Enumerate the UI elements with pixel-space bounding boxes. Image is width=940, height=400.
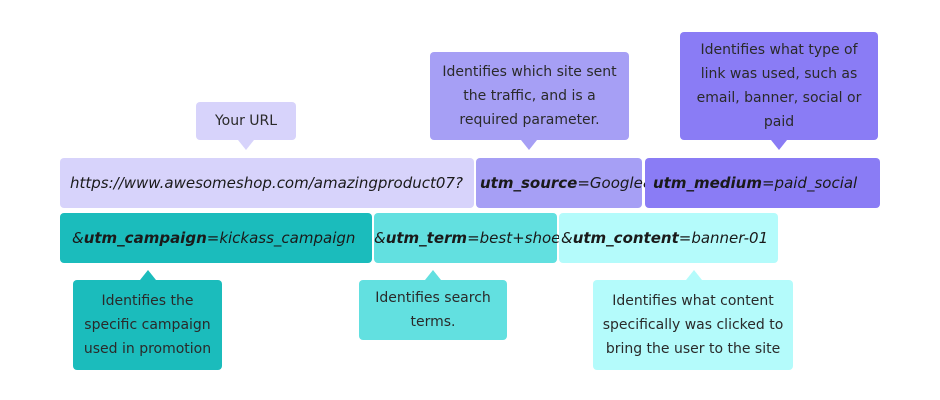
medium-callout: Identifies what type of link was used, s… <box>680 32 878 140</box>
utm-source-key: utm_source <box>480 174 578 192</box>
campaign-callout: Identifies the specific campaign used in… <box>73 280 222 370</box>
campaign-pointer <box>140 270 156 280</box>
utm-medium-value: =paid_social <box>761 174 858 192</box>
utm-term-segment: &utm_term=best+shoes <box>374 213 568 263</box>
utm-campaign-segment: &utm_campaign=kickass_campaign <box>60 213 372 263</box>
base-url-segment: https://www.awesomeshop.com/amazingprodu… <box>60 158 474 208</box>
utm-campaign-value: =kickass_campaign <box>206 229 356 247</box>
utm-campaign-prefix: & <box>72 229 84 247</box>
utm-content-prefix: & <box>561 229 573 247</box>
your-url-callout: Your URL <box>196 102 296 140</box>
utm-content-value: =banner-01 <box>678 229 769 247</box>
utm-term-key: utm_term <box>385 229 468 247</box>
utm-term-value: =best+shoes <box>467 229 569 247</box>
utm-source-value: =Google& <box>577 174 655 192</box>
utm-medium-segment: utm_medium=paid_social <box>645 158 880 208</box>
utm-campaign-key: utm_campaign <box>83 229 207 247</box>
content-callout: Identifies what content specifically was… <box>593 280 793 370</box>
term-callout-text: Identifies search terms. <box>375 290 491 330</box>
utm-medium-key: utm_medium <box>653 174 762 192</box>
content-pointer <box>686 270 702 280</box>
campaign-callout-text: Identifies the specific campaign used in… <box>83 293 212 357</box>
utm-content-segment: &utm_content=banner-01 <box>559 213 778 263</box>
base-url-text: https://www.awesomeshop.com/amazingprodu… <box>70 174 463 192</box>
utm-term-prefix: & <box>374 229 386 247</box>
your-url-pointer <box>238 140 254 150</box>
your-url-callout-text: Your URL <box>214 113 278 129</box>
source-pointer <box>521 140 537 150</box>
source-callout-text: Identifies which site sent the traffic, … <box>442 64 617 128</box>
medium-callout-text: Identifies what type of link was used, s… <box>696 42 862 130</box>
utm-source-segment: utm_source=Google& <box>476 158 655 208</box>
term-callout: Identifies search terms. <box>359 280 507 340</box>
content-callout-text: Identifies what content specifically was… <box>602 293 784 357</box>
source-callout: Identifies which site sent the traffic, … <box>430 52 629 140</box>
utm-content-key: utm_content <box>572 229 679 247</box>
term-pointer <box>425 270 441 280</box>
medium-pointer <box>771 140 787 150</box>
